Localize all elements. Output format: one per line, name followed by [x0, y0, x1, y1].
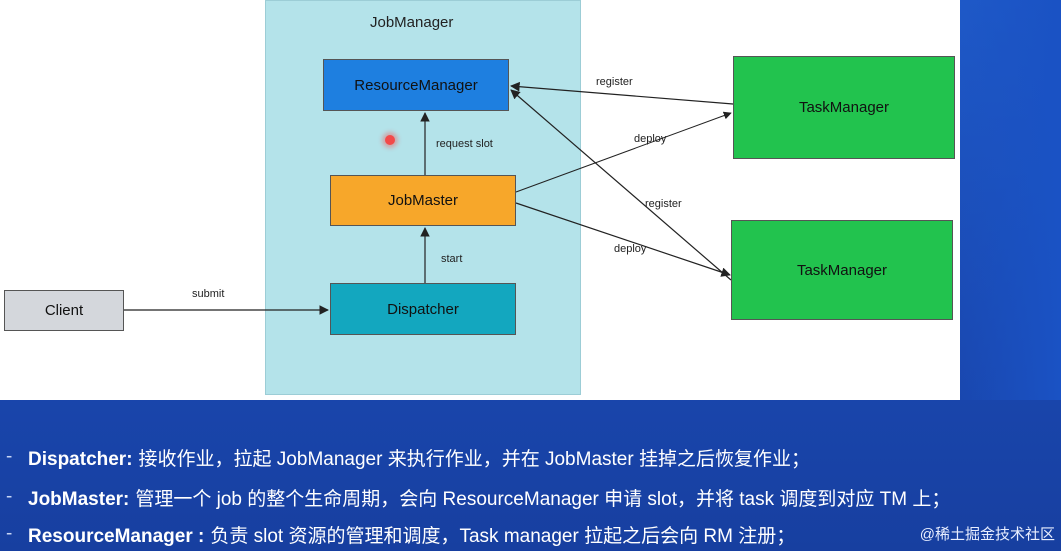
pointer-highlight — [385, 135, 395, 145]
task-manager-node-2: TaskManager — [731, 220, 953, 320]
bullet-dash: - — [6, 486, 13, 507]
dispatcher-label: Dispatcher — [387, 300, 459, 318]
bullet-description: 负责 slot 资源的管理和调度，Task manager 拉起之后会向 RM … — [210, 526, 796, 547]
site-watermark: @稀土掘金技术社区 — [919, 526, 1055, 543]
client-label: Client — [44, 302, 84, 319]
edge-label-deploy-bottom: deploy — [614, 243, 647, 255]
edge-label-start: start — [441, 253, 463, 265]
edge-deploy-top — [515, 111, 732, 193]
dispatcher-node: Dispatcher — [330, 283, 516, 335]
bullet-term: JobMaster: — [28, 489, 130, 510]
bullet-description: 管理一个 job 的整个生命周期，会向 ResourceManager 申请 s… — [135, 489, 951, 510]
task-manager-node-1: TaskManager — [733, 56, 955, 159]
resource-manager-label: ResourceManager — [354, 76, 478, 94]
edge-deploy-bottom — [515, 202, 731, 277]
job-master-label: JobMaster — [387, 192, 459, 209]
edge-label-submit: submit — [192, 288, 225, 300]
bullet-term-wrap: ResourceManager :负责 slot 资源的管理和调度，Task m… — [28, 521, 795, 548]
bullet-dash: - — [6, 446, 13, 467]
bullet-dash: - — [6, 523, 13, 544]
edge-label-deploy-top: deploy — [634, 133, 667, 145]
edge-register-top — [510, 81, 734, 105]
bullet-term-wrap: JobMaster:管理一个 job 的整个生命周期，会向 ResourceMa… — [28, 484, 950, 511]
bullet-term: Dispatcher: — [28, 449, 133, 470]
bullet-term-wrap: Dispatcher:接收作业，拉起 JobManager 来执行作业，并在 J… — [28, 444, 810, 471]
edge-label-register-top: register — [596, 76, 633, 88]
client-node: Client — [4, 290, 124, 331]
bullet-term: ResourceManager : — [28, 526, 205, 547]
bullet-description: 接收作业，拉起 JobManager 来执行作业，并在 JobMaster 挂掉… — [138, 449, 810, 470]
edge-register-bottom — [510, 89, 732, 281]
diagram-canvas: JobManager ResourceManager JobMaster Dis… — [0, 0, 960, 400]
task-manager-label-2: TaskManager — [796, 261, 888, 279]
task-manager-label-1: TaskManager — [798, 99, 890, 116]
job-master-node: JobMaster — [330, 175, 516, 226]
diagram-edges — [124, 81, 734, 315]
edge-label-request-slot: request slot — [436, 138, 493, 150]
jobmanager-title: JobManager — [370, 14, 454, 31]
resource-manager-node: ResourceManager — [323, 59, 509, 111]
edge-label-register-bottom: register — [645, 198, 682, 210]
